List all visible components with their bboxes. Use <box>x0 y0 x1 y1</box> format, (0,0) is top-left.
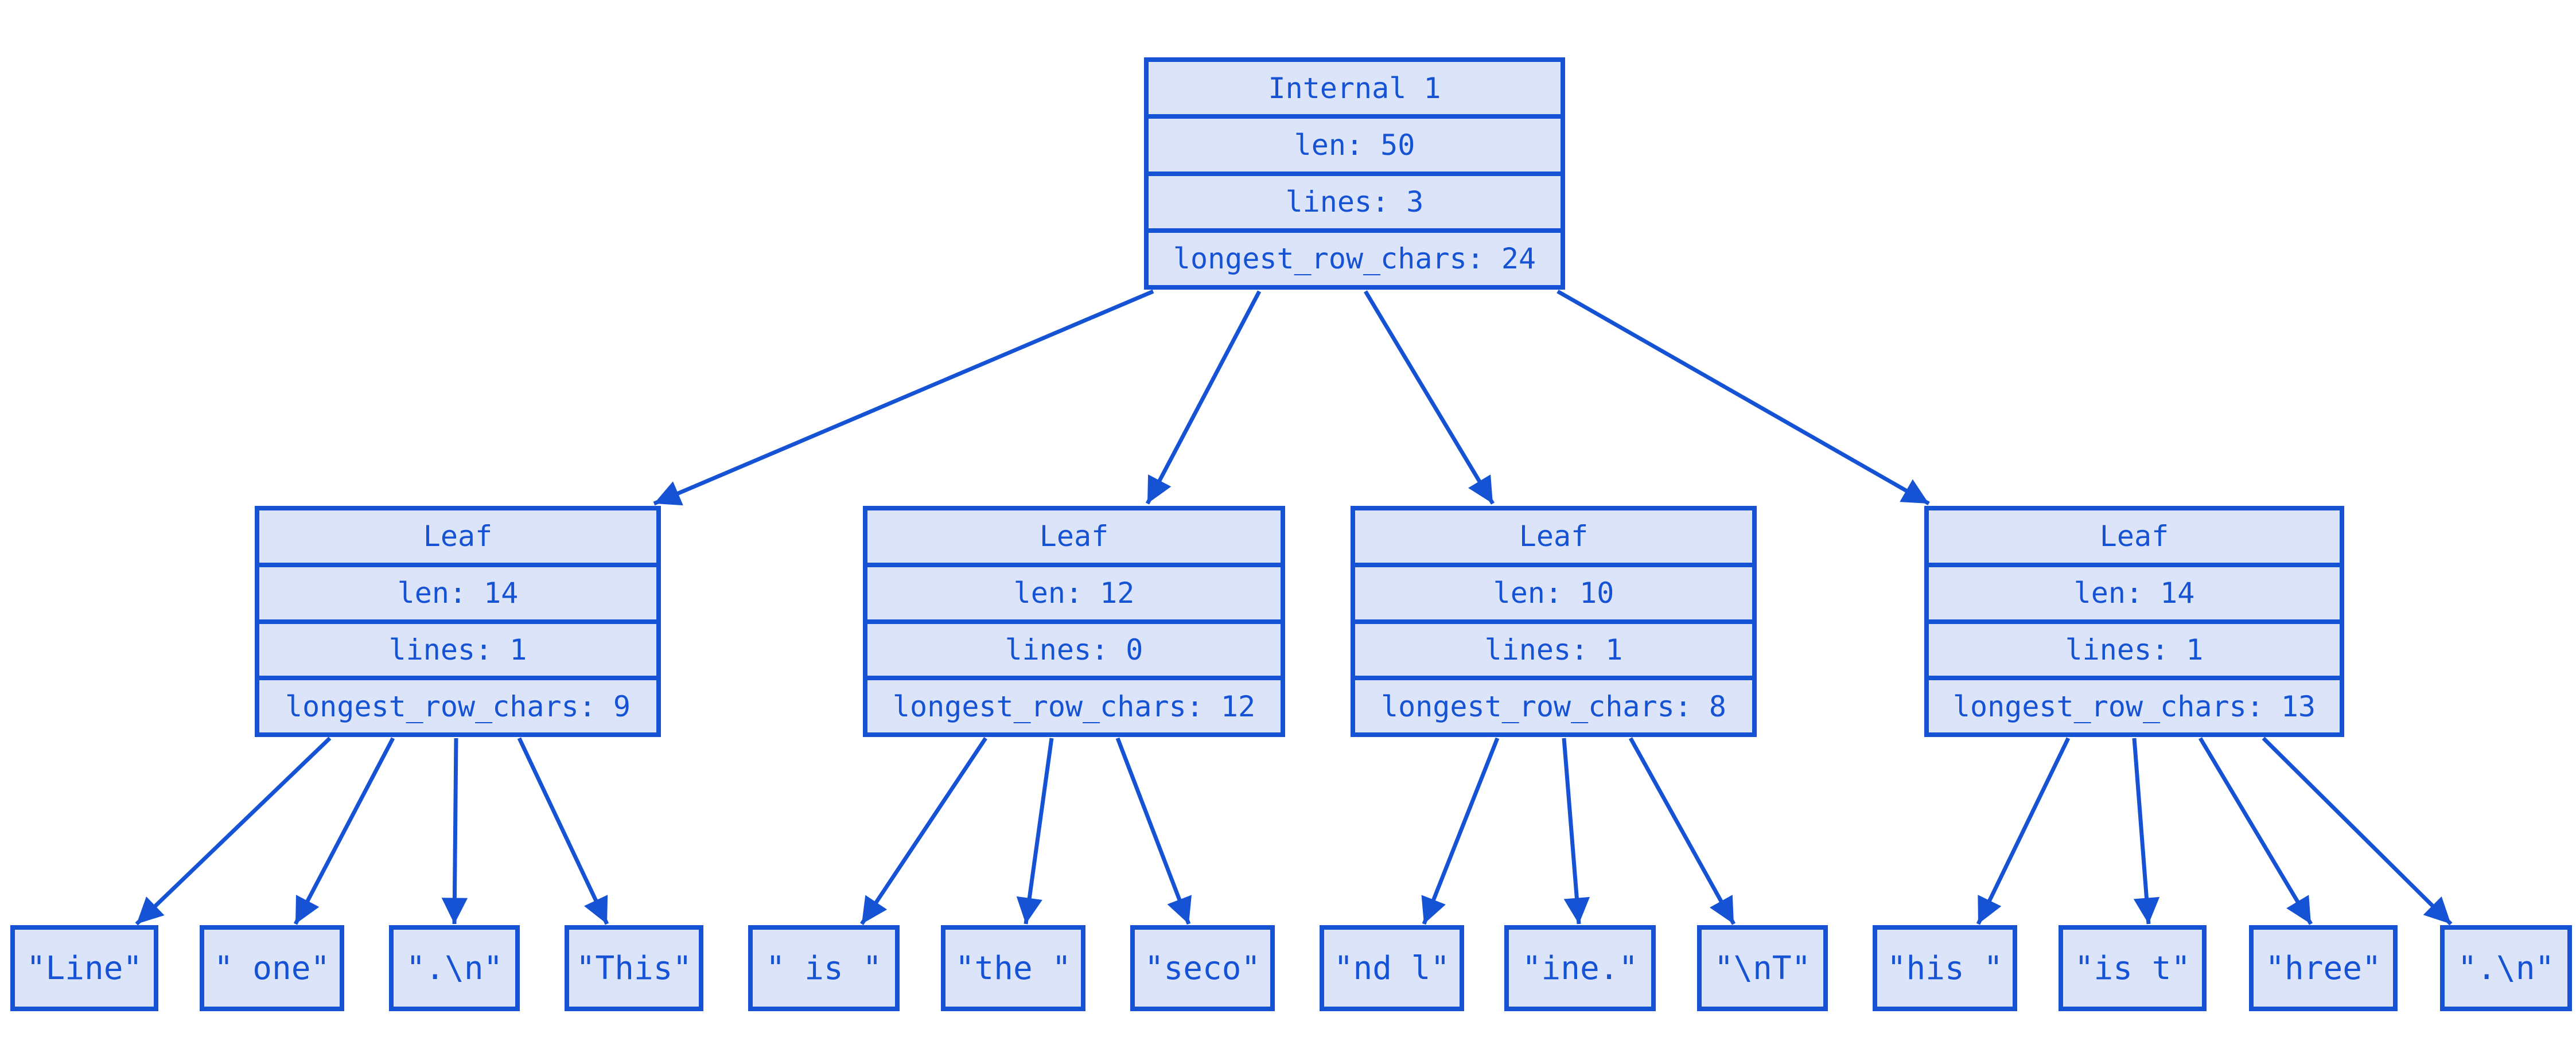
leaf-node-longest-row-chars: longest_row_chars: 13 <box>1929 676 2340 732</box>
edge-leaf2-frag6 <box>1016 738 1054 925</box>
fragment-node-12: "is t" <box>2059 925 2207 1011</box>
fragment-node-2: " one" <box>200 925 344 1011</box>
leaf-node-longest-row-chars: longest_row_chars: 9 <box>259 676 656 732</box>
edge-leaf4-frag12 <box>2132 738 2160 925</box>
edge-leaf4-frag11 <box>1976 737 2071 925</box>
fragment-node-8: "nd l" <box>1320 925 1464 1011</box>
fragment-node-3: ".\n" <box>389 925 520 1011</box>
internal-node-len: len: 50 <box>1149 114 1561 171</box>
fragment-node-5: " is " <box>748 925 900 1011</box>
edge-root-leaf2 <box>1145 290 1262 505</box>
edge-root-leaf1 <box>653 289 1154 506</box>
fragment-node-1: "Line" <box>10 925 158 1011</box>
edge-leaf1-frag3 <box>441 738 468 925</box>
internal-node-title: Internal 1 <box>1268 71 1441 105</box>
leaf-node-len: len: 12 <box>867 562 1281 619</box>
edge-leaf2-frag7 <box>1115 737 1192 925</box>
leaf-node-title: Leaf <box>1519 520 1589 553</box>
internal-node-lines: lines: 3 <box>1149 171 1561 228</box>
leaf-node-longest-row-chars: longest_row_chars: 12 <box>867 676 1281 732</box>
edge-leaf2-frag5 <box>860 737 987 925</box>
edge-leaf3-frag10 <box>1628 737 1736 925</box>
leaf-node-2: Leaf len: 12 lines: 0 longest_row_chars:… <box>863 506 1285 737</box>
edge-root-leaf3 <box>1363 290 1495 505</box>
fragment-node-4: "This" <box>565 925 703 1011</box>
fragment-node-10: "\nT" <box>1697 925 1828 1011</box>
leaf-node-len: len: 14 <box>1929 562 2340 619</box>
leaf-node-3: Leaf len: 10 lines: 1 longest_row_chars:… <box>1351 506 1757 737</box>
leaf-node-title: Leaf <box>1039 520 1109 553</box>
fragment-node-7: "seco" <box>1130 925 1275 1011</box>
leaf-node-longest-row-chars: longest_row_chars: 8 <box>1355 676 1752 732</box>
leaf-node-lines: lines: 1 <box>1929 619 2340 676</box>
fragment-node-13: "hree" <box>2249 925 2398 1011</box>
leaf-node-lines: lines: 0 <box>867 619 1281 676</box>
edge-leaf1-frag2 <box>293 737 395 925</box>
edge-leaf1-frag1 <box>135 736 332 926</box>
fragment-node-6: "the " <box>941 925 1085 1011</box>
fragment-node-14: ".\n" <box>2440 925 2572 1011</box>
fragment-node-9: "ine." <box>1504 925 1656 1011</box>
leaf-node-title: Leaf <box>423 520 493 553</box>
fragment-node-11: "his " <box>1873 925 2017 1011</box>
leaf-node-lines: lines: 1 <box>259 619 656 676</box>
leaf-node-1: Leaf len: 14 lines: 1 longest_row_chars:… <box>255 506 661 737</box>
edge-leaf1-frag4 <box>517 737 609 925</box>
internal-node: Internal 1 len: 50 lines: 3 longest_row_… <box>1144 57 1565 290</box>
leaf-node-lines: lines: 1 <box>1355 619 1752 676</box>
edge-leaf3-frag8 <box>1421 737 1500 925</box>
edge-root-leaf4 <box>1557 289 1930 506</box>
leaf-node-len: len: 10 <box>1355 562 1752 619</box>
leaf-node-4: Leaf len: 14 lines: 1 longest_row_chars:… <box>1924 506 2344 737</box>
edge-leaf3-frag9 <box>1562 738 1590 925</box>
edge-leaf4-frag14 <box>2262 736 2453 926</box>
leaf-node-title: Leaf <box>2099 520 2169 553</box>
internal-node-longest-row-chars: longest_row_chars: 24 <box>1149 228 1561 285</box>
leaf-node-len: len: 14 <box>259 562 656 619</box>
edge-leaf4-frag13 <box>2198 737 2313 925</box>
